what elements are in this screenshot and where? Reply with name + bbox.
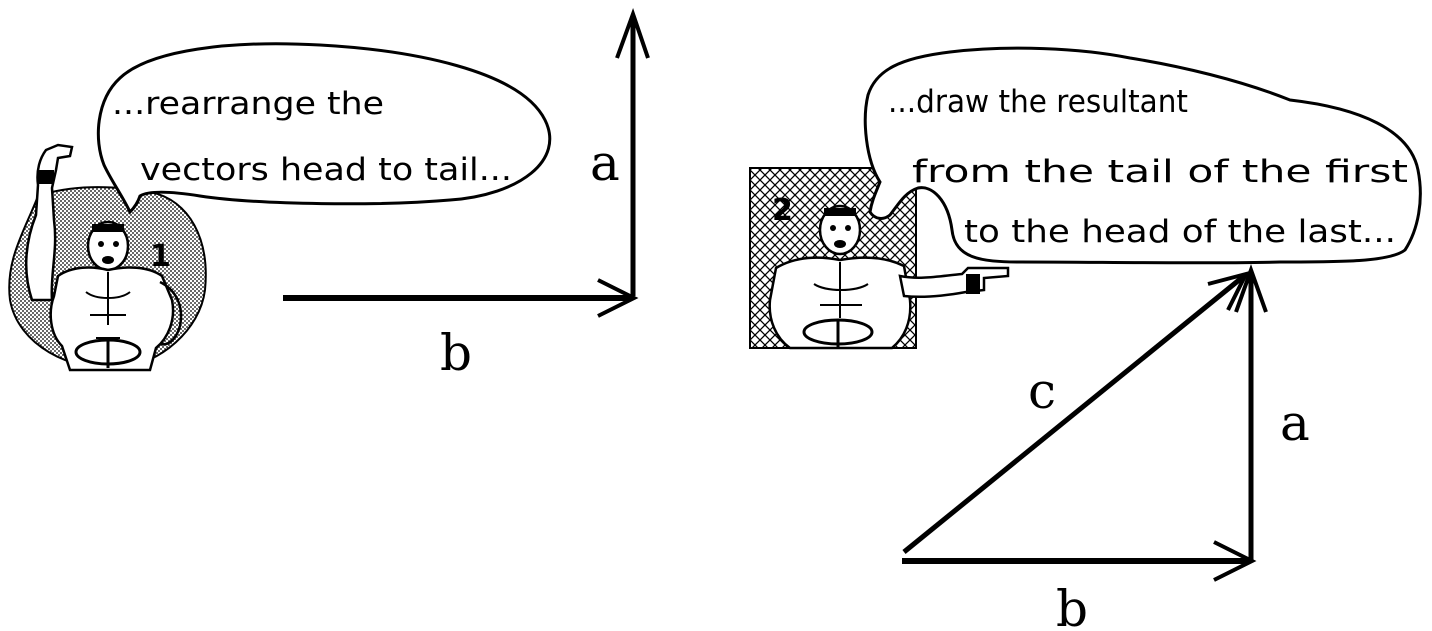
panel-2-speech-line-2: from the tail of the first: [912, 154, 1408, 190]
panel-1-vector-b: [283, 278, 639, 318]
panel-1-speech-line-1: ...rearrange the: [112, 86, 384, 122]
panel-2-speech-line-3: to the head of the last...: [964, 214, 1396, 250]
panel-2-vector-c: [902, 270, 1250, 554]
panel-2-label-c: c: [1028, 362, 1056, 420]
panel-2-label-b: b: [1056, 580, 1088, 631]
panel-2-vector-a: [1234, 264, 1268, 561]
speech-bubble-2: [863, 46, 1422, 265]
panel-2-vector-b: [902, 540, 1257, 582]
panel-2: 2 ...draw the resultant from the tail of…: [749, 46, 1422, 631]
panel-1-label-b: b: [440, 324, 472, 382]
panel-2-label-a: a: [1280, 394, 1310, 452]
panel-1-speech-line-2: vectors head to tail...: [140, 152, 512, 188]
panel-2-speech-line-1: ...draw the resultant: [888, 84, 1188, 120]
speech-bubble-1: [96, 42, 552, 215]
panel-2-badge: 2: [772, 193, 793, 228]
panel-1-badge: 1: [150, 239, 171, 274]
panel-1-label-a: a: [590, 134, 620, 192]
strongman-flexing-icon: [8, 143, 207, 372]
panel-1-vector-a: [615, 7, 650, 296]
panel-1: 1 ...rearrange the vectors head to tail.…: [8, 7, 650, 382]
